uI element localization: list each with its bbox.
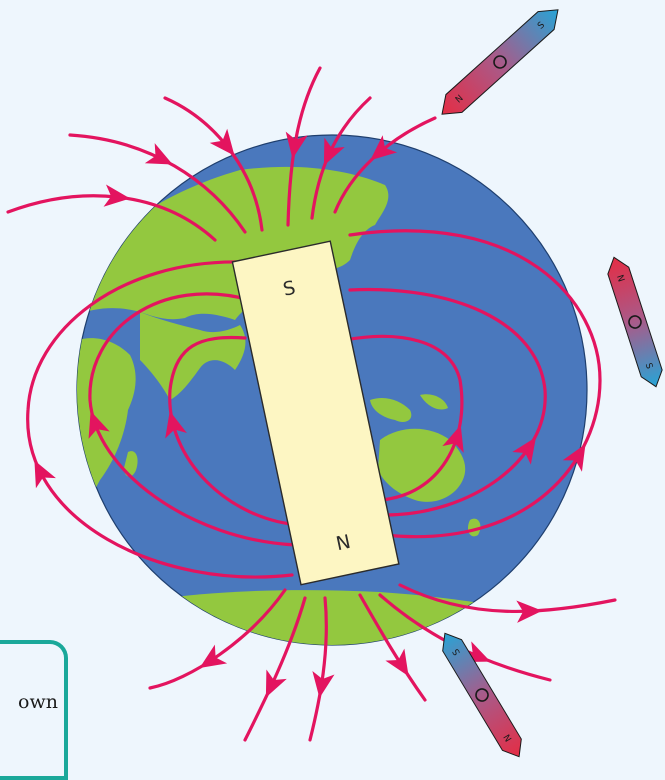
note-text: own [18,691,58,713]
field-arrow [385,649,418,683]
field-arrow [256,670,287,703]
field-arrow [24,455,56,488]
field-arrow [193,645,227,678]
compass-needle-right: N S [604,254,665,390]
note-box: own [0,640,68,780]
compass-needle-bottom: N S [435,628,528,763]
compass-needle-top-right: N S [434,1,566,123]
field-arrow [145,143,178,174]
